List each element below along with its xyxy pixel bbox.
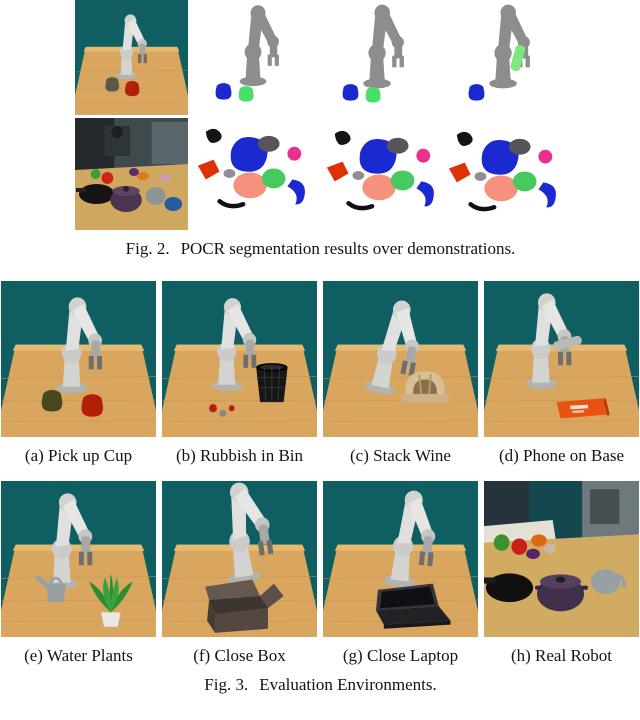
env-stack-wine: (c) Stack Wine: [323, 281, 478, 466]
real-seg-image-1: [194, 118, 314, 230]
figure-2-caption-text: POCR segmentation results over demonstra…: [180, 239, 516, 258]
gray-cup: [145, 187, 166, 205]
real-seg-image-2: [320, 118, 440, 230]
env-rubbish-in-bin-image: [162, 281, 317, 437]
env-pick-up-cup-image: [1, 281, 156, 437]
red-cup: [81, 394, 103, 417]
fig2-sim-segmentation-1: [194, 0, 314, 115]
env-rubbish-in-bin-caption: (b) Rubbish in Bin: [175, 446, 304, 465]
env-close-laptop-caption: (g) Close Laptop: [342, 646, 459, 665]
figure-3-caption-text: Evaluation Environments.: [259, 675, 437, 694]
watering-can: [34, 574, 66, 603]
env-phone-on-base-caption: (d) Phone on Base: [498, 446, 625, 465]
env-close-box: (f) Close Box: [162, 481, 317, 666]
env-real-robot-caption: (h) Real Robot: [510, 646, 613, 665]
figure-2-caption: Fig. 2. POCR segmentation results over de…: [75, 239, 566, 259]
fig2-real-segmentation-1: [194, 118, 314, 230]
green-pepper: [493, 534, 510, 551]
env-stack-wine-image: [323, 281, 478, 437]
fig2-sim-segmentation-2: [320, 0, 440, 115]
env-stack-wine-caption: (c) Stack Wine: [350, 446, 451, 465]
env-water-plants-caption: (e) Water Plants: [24, 646, 133, 665]
orange-vegetable: [531, 534, 547, 547]
env-pick-up-cup-caption: (a) Pick up Cup: [24, 446, 133, 465]
env-real-robot: (h) Real Robot: [484, 481, 639, 666]
blue-cup-mask: [342, 84, 359, 101]
wine-rack: [401, 371, 449, 403]
sim-demo-image: [75, 0, 188, 115]
purple-pot: [535, 574, 588, 612]
figure-3-caption-label: Fig. 3.: [204, 675, 249, 694]
env-water-plants: (e) Water Plants: [1, 481, 156, 666]
tomato: [101, 172, 114, 184]
figure-3-caption: Fig. 3. Evaluation Environments.: [1, 675, 640, 695]
rubbish-item: [228, 405, 235, 412]
fig2-real-segmentation-2: [320, 118, 440, 230]
green-cup-mask: [238, 86, 254, 102]
green-cup-in-gripper-mask: [510, 44, 526, 72]
env-water-plants-image: [1, 481, 156, 637]
gray-cup: [105, 77, 119, 92]
eggplant: [129, 168, 139, 176]
blue-cup-mask: [468, 84, 485, 101]
fig2-sim-segmentation-3: [446, 0, 566, 115]
tomato: [511, 538, 528, 555]
figure-3-grid: (a) Pick up Cup: [1, 281, 640, 666]
env-rubbish-in-bin: (b) Rubbish in Bin: [162, 281, 317, 466]
real-demo-image: [75, 118, 188, 230]
eggplant: [526, 548, 540, 559]
gray-jug: [590, 569, 626, 594]
rubbish-bin: [256, 363, 288, 403]
real-seg-image-3: [446, 118, 566, 230]
figure-2: Fig. 2. POCR segmentation results over de…: [75, 0, 566, 259]
black-pan: [78, 184, 115, 204]
env-pick-up-cup: (a) Pick up Cup: [1, 281, 156, 466]
blue-cup-mask: [215, 83, 232, 100]
carrot: [136, 172, 149, 180]
fig2-real-segmentation-3: [446, 118, 566, 230]
phone-base: [556, 398, 610, 419]
green-vegetable: [90, 169, 101, 179]
env-real-robot-image: [484, 481, 639, 637]
dark-equipment: [484, 481, 530, 527]
env-phone-on-base-image: [484, 281, 639, 437]
figure-2-grid: [75, 0, 566, 230]
figure-3: (a) Pick up Cup: [0, 281, 640, 695]
open-box: [205, 579, 284, 633]
env-phone-on-base: (d) Phone on Base: [484, 281, 639, 466]
blue-object: [164, 197, 183, 211]
env-close-box-image: [162, 481, 317, 637]
figure-2-caption-label: Fig. 2.: [125, 239, 170, 258]
potted-plant: [89, 573, 133, 627]
fig2-real-rgb-frame: [75, 118, 188, 230]
env-close-box-caption: (f) Close Box: [193, 646, 286, 665]
rubbish-item: [219, 409, 227, 417]
sim-seg-image-3: [446, 0, 566, 115]
black-pan: [485, 573, 534, 603]
env-close-laptop: (g) Close Laptop: [323, 481, 478, 666]
sim-seg-image-1: [194, 0, 314, 115]
phone-handset: [553, 335, 582, 351]
fig2-sim-rgb-frame: [75, 0, 188, 115]
green-cup-mask: [365, 87, 381, 103]
rubbish-item: [209, 404, 217, 413]
open-laptop: [375, 583, 451, 629]
olive-cup: [41, 389, 63, 412]
red-cup: [125, 81, 140, 97]
sim-seg-image-2: [320, 0, 440, 115]
env-close-laptop-image: [323, 481, 478, 637]
